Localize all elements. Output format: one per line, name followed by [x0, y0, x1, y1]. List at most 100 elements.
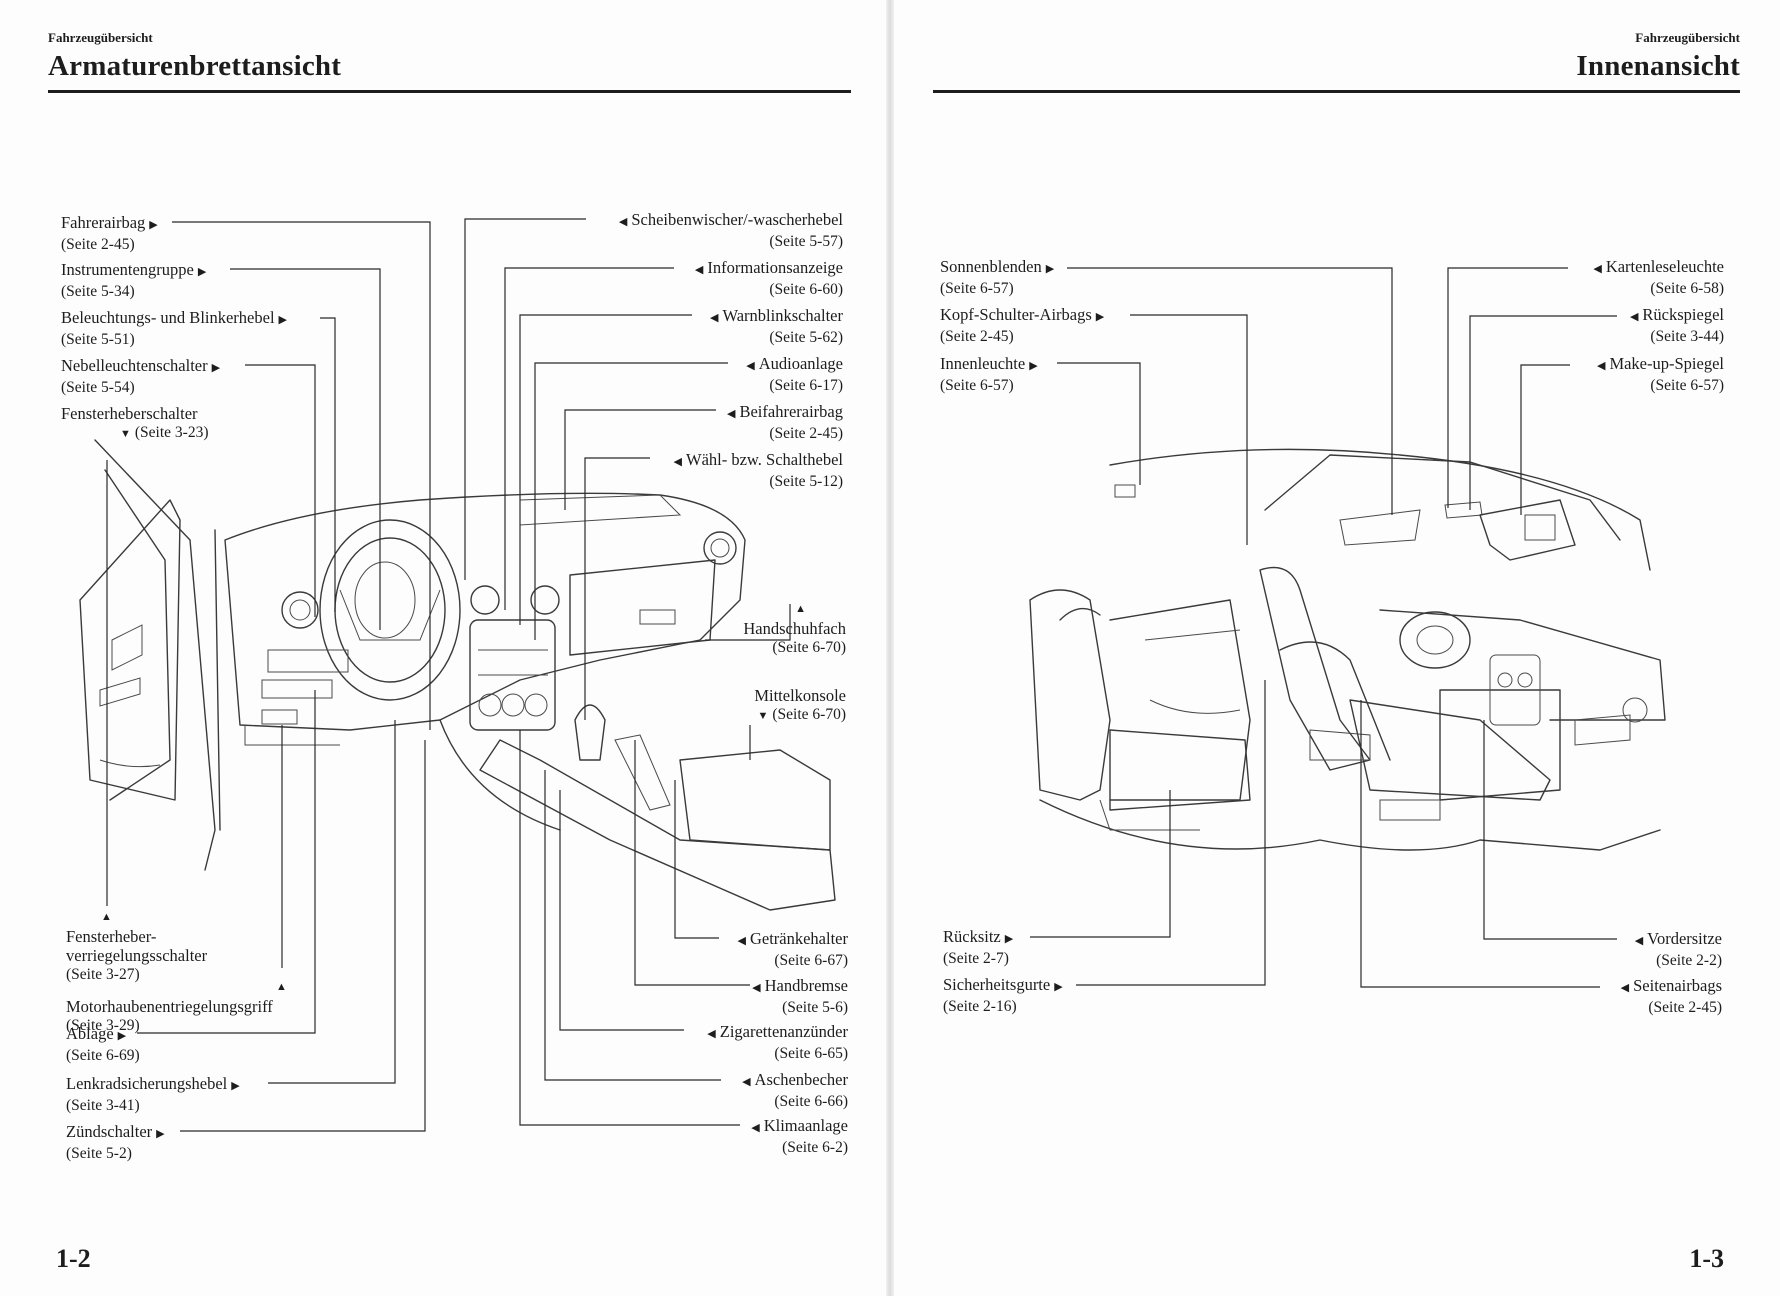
arrow-left-icon: ◀ [746, 360, 755, 372]
callout-page-ref: (Seite 2-7) [943, 950, 1009, 967]
arrow-left-icon: ◀ [1629, 311, 1639, 323]
callout-sicherheitsgurte: Sicherheitsgurte▶ (Seite 2-16) [943, 975, 1067, 1016]
callout-label: Sicherheitsgurte [943, 975, 1051, 994]
callout-page-ref: (Seite 3-27) [66, 966, 140, 983]
callout-arrow-row: ▲ [66, 906, 207, 927]
callout-page-ref: (Seite 6-58) [1650, 280, 1724, 297]
arrow-left-icon: ◀ [751, 1122, 760, 1134]
callout-page-ref: (Seite 6-70) [772, 639, 846, 656]
callout-page-ref-row: ▼(Seite 6-70) [754, 705, 847, 726]
callout-nebelleuchtenschalter: Nebelleuchtenschalter▶ (Seite 5-54) [61, 356, 224, 397]
callout-label: Zigarettenanzünder [719, 1022, 848, 1041]
callout-label: Wähl- bzw. Schalthebel [686, 450, 843, 469]
callout-getraenkehalter: ◀Getränkehalter (Seite 6-67) [734, 929, 849, 970]
callout-page-ref: (Seite 6-70) [772, 706, 846, 723]
callout-sonnenblenden: Sonnenblenden▶ (Seite 6-57) [940, 257, 1058, 298]
callout-page-ref: (Seite 3-44) [1650, 328, 1724, 345]
callout-label: Zündschalter [66, 1122, 153, 1141]
arrow-right-icon: ▶ [211, 362, 221, 374]
callout-label: Lenkradsicherungshebel [66, 1074, 228, 1093]
callout-page-ref: (Seite 5-57) [769, 233, 843, 250]
left-page-heading: Armaturenbrettansicht [48, 50, 342, 82]
arrow-down-icon: ▼ [757, 710, 769, 722]
callout-page-ref: (Seite 5-54) [61, 379, 135, 396]
right-page-number: 1-3 [1689, 1244, 1724, 1273]
callout-label: Innenleuchte [940, 354, 1026, 373]
callout-ruecksitz: Rücksitz▶ (Seite 2-7) [943, 927, 1017, 968]
callout-label: Scheibenwischer/-wascherhebel [631, 210, 843, 229]
callout-label: Ablage [66, 1024, 114, 1043]
arrow-left-icon: ◀ [1620, 982, 1630, 994]
callout-audioanlage: ◀Audioanlage (Seite 6-17) [742, 354, 843, 395]
arrow-left-icon: ◀ [707, 1028, 716, 1040]
callout-page-ref: (Seite 3-23) [134, 424, 209, 441]
right-page [892, 0, 1780, 1296]
callout-page-ref: (Seite 6-69) [66, 1047, 140, 1064]
callout-page-ref: (Seite 6-57) [940, 377, 1014, 394]
callout-label: Make-up-Spiegel [1609, 354, 1724, 373]
left-page-number: 1-2 [56, 1244, 91, 1273]
callout-page-ref: (Seite 5-12) [769, 473, 843, 490]
callout-label: Getränkehalter [749, 929, 848, 948]
callout-label: Rücksitz [943, 927, 1001, 946]
arrow-left-icon: ◀ [1634, 935, 1644, 947]
callout-label: Kartenleseleuchte [1605, 257, 1724, 276]
callout-label: Audioanlage [758, 354, 843, 373]
callout-label: Klimaanlage [763, 1116, 848, 1135]
arrow-right-icon: ▶ [278, 314, 288, 326]
callout-scheibenwischer: ◀Scheibenwischer/-wascherhebel (Seite 5-… [615, 210, 843, 251]
arrow-right-icon: ▶ [149, 219, 158, 231]
arrow-right-icon: ▶ [1045, 263, 1055, 275]
arrow-right-icon: ▶ [156, 1128, 165, 1140]
arrow-left-icon: ◀ [673, 456, 682, 468]
callout-seitenairbags: ◀Seitenairbags (Seite 2-45) [1617, 976, 1722, 1017]
callout-page-ref: (Seite 5-62) [769, 329, 843, 346]
arrow-left-icon: ◀ [742, 1076, 751, 1088]
arrow-right-icon: ▶ [117, 1030, 127, 1042]
left-section-label: Fahrzeugübersicht [48, 30, 153, 45]
callout-page-ref: (Seite 6-57) [1650, 377, 1724, 394]
callout-arrow-row: ▲ [66, 976, 291, 997]
right-page-heading: Innenansicht [1576, 50, 1740, 82]
callout-ablage: Ablage▶ (Seite 6-69) [66, 1024, 140, 1065]
callout-page-ref: (Seite 6-66) [774, 1093, 848, 1110]
callout-label: Rückspiegel [1642, 305, 1724, 324]
left-leader-lines [106, 218, 791, 1132]
callout-fensterheberschalter: Fensterheberschalter ▼(Seite 3-23) [61, 404, 209, 444]
callout-page-ref: (Seite 6-67) [774, 952, 848, 969]
callout-page-ref: (Seite 5-51) [61, 331, 135, 348]
callout-label: Nebelleuchtenschalter [61, 356, 208, 375]
arrow-down-icon: ▼ [120, 428, 131, 440]
callout-fensterheber-verriegelung: ▲ Fensterheber- verriegelungsschalter (S… [66, 906, 207, 984]
callout-handbremse: ◀Handbremse (Seite 5-6) [748, 976, 848, 1017]
callout-page-ref: (Seite 6-57) [940, 280, 1014, 297]
callout-page-ref: (Seite 2-16) [943, 998, 1017, 1015]
callout-label: Beleuchtungs- und Blinkerhebel [61, 308, 275, 327]
callout-instrumentengruppe: Instrumentengruppe▶ (Seite 5-34) [61, 260, 210, 301]
callout-kopf-schulter-airbags: Kopf-Schulter-Airbags▶ (Seite 2-45) [940, 305, 1108, 346]
left-heading-rule [48, 90, 851, 93]
left-page [0, 0, 888, 1296]
arrow-left-icon: ◀ [737, 935, 746, 947]
arrow-right-icon: ▶ [1029, 360, 1038, 372]
callout-label: Beifahrerairbag [739, 402, 843, 421]
callout-motorhaube: ▲ Motorhaubenentriegelungsgriff (Seite 3… [66, 976, 291, 1035]
callout-klimaanlage: ◀Klimaanlage (Seite 6-2) [747, 1116, 848, 1157]
callout-vordersitze: ◀Vordersitze (Seite 2-2) [1631, 929, 1722, 970]
callout-page-ref: (Seite 5-2) [66, 1145, 132, 1162]
callout-label: Warnblinkschalter [722, 306, 843, 325]
arrow-right-icon: ▶ [197, 266, 207, 278]
callout-label: Fensterheberschalter [61, 404, 198, 423]
callout-page-ref: (Seite 2-45) [1648, 999, 1722, 1016]
callout-page-ref-row: ▼(Seite 3-23) [61, 423, 209, 444]
callout-label: Instrumentengruppe [61, 260, 194, 279]
arrow-left-icon: ◀ [618, 216, 628, 228]
arrow-up-row: ▲ [743, 598, 846, 619]
right-heading-rule [933, 90, 1740, 93]
callout-innenleuchte: Innenleuchte▶ (Seite 6-57) [940, 354, 1042, 395]
arrow-left-icon: ◀ [1593, 263, 1602, 275]
callout-page-ref: (Seite 2-45) [769, 425, 843, 442]
callout-label: Fensterheber- [66, 927, 157, 946]
arrow-up-icon: ▲ [101, 911, 112, 923]
